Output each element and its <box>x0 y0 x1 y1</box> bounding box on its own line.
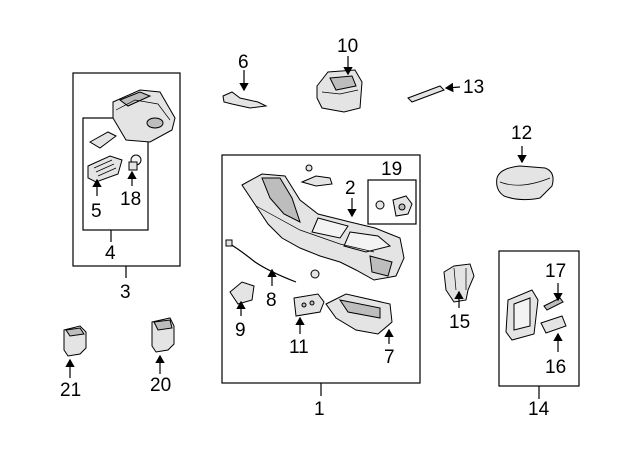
callout-13: 13 <box>463 77 485 98</box>
callout-21: 21 <box>60 380 82 401</box>
callout-6: 6 <box>238 52 249 73</box>
part-11-switch-panel <box>293 293 325 317</box>
part-16-bezel <box>505 289 539 341</box>
group-box-19 <box>367 179 417 225</box>
part-9-pad <box>229 281 255 305</box>
callout-20: 20 <box>150 375 172 396</box>
part-21-connector <box>63 325 87 357</box>
part-4-bracket <box>89 131 117 149</box>
part-12-armrest-lid <box>496 165 554 201</box>
callout-16: 16 <box>545 357 567 378</box>
part-6-bracket <box>222 91 268 109</box>
callout-4: 4 <box>105 243 116 264</box>
part-19-fasteners <box>375 195 413 217</box>
part-15-bracket <box>443 263 475 303</box>
part-2-console <box>241 173 405 281</box>
part-13-strip <box>407 85 445 103</box>
callout-1: 1 <box>314 399 325 420</box>
callout-10: 10 <box>337 36 359 57</box>
part-17-trim <box>540 297 567 334</box>
callout-3: 3 <box>120 282 131 303</box>
callout-9: 9 <box>235 320 246 341</box>
callout-11: 11 <box>289 337 309 358</box>
part-5-switch <box>87 155 123 183</box>
part-2-small-bracket <box>300 164 333 187</box>
callout-14: 14 <box>528 399 550 420</box>
callout-8: 8 <box>266 290 277 311</box>
callout-19: 19 <box>381 159 403 180</box>
callout-7: 7 <box>384 347 395 368</box>
part-7-tray <box>325 293 393 335</box>
part-20-connector <box>151 317 175 353</box>
callout-18: 18 <box>120 189 142 210</box>
part-8-cable <box>225 239 320 283</box>
callout-15: 15 <box>449 312 471 333</box>
callout-5: 5 <box>91 201 102 222</box>
part-18-bulb <box>128 154 142 171</box>
callout-2: 2 <box>345 178 356 199</box>
shifter-bezel-part <box>112 89 176 143</box>
callout-17: 17 <box>545 261 567 282</box>
part-10-cup-holder <box>316 69 363 113</box>
callout-12: 12 <box>511 123 533 144</box>
